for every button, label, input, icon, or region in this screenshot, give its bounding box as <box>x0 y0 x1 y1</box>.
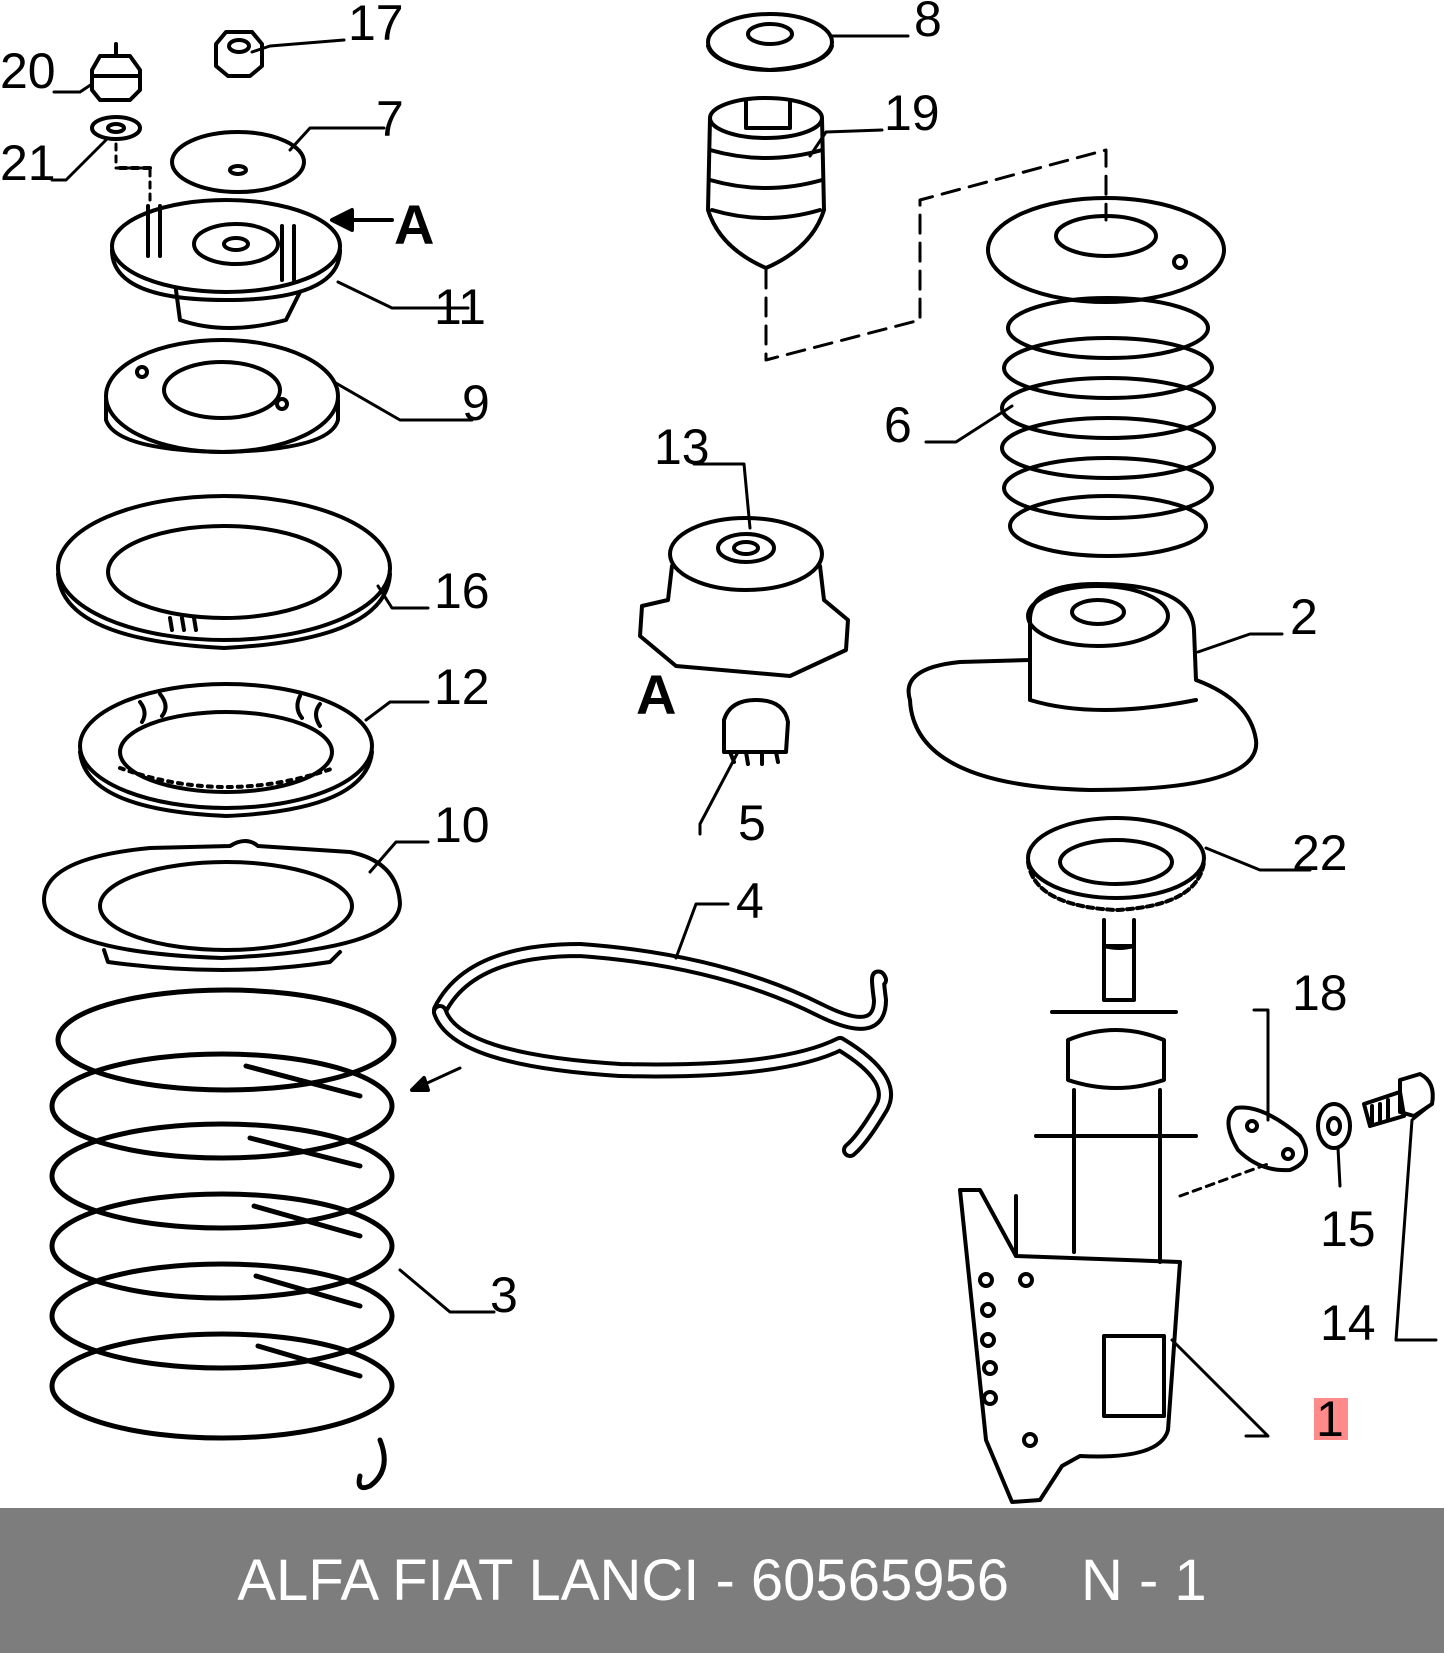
spacer <box>699 1547 715 1614</box>
part-5-cap <box>722 698 790 766</box>
callout-6: 6 <box>884 397 912 453</box>
exploded-parts-diagram: 1 2 3 4 5 6 7 8 9 10 11 12 13 14 15 16 1… <box>0 0 1438 1504</box>
part-2-seat <box>906 582 1259 792</box>
callout-8: 8 <box>914 0 942 47</box>
leader-lines <box>50 34 1438 1438</box>
part-21-washer <box>90 115 142 141</box>
callout-17: 17 <box>348 0 404 51</box>
part-number-text: 60565956 <box>750 1548 1009 1613</box>
callout-7: 7 <box>376 91 404 147</box>
part-16-spring-seat <box>56 494 392 650</box>
part-13-mount <box>638 516 850 678</box>
callout-11: 11 <box>434 279 486 335</box>
callout-14: 14 <box>1320 1295 1376 1351</box>
fastener-alignment-line <box>114 142 152 208</box>
callout-20: 20 <box>0 43 56 99</box>
callout-5: 5 <box>738 795 766 851</box>
part-4-sleeve <box>410 942 893 1158</box>
part-17-nut <box>214 30 264 78</box>
callout-3: 3 <box>490 1267 518 1323</box>
part-1-strut <box>958 918 1270 1504</box>
part-20-nut <box>90 42 142 102</box>
position-label-text: N - 1 <box>1080 1548 1207 1613</box>
alignment-line <box>764 148 1108 362</box>
part-7-cap <box>170 130 306 194</box>
view-a-marker: A <box>394 193 434 256</box>
callout-22: 22 <box>1292 825 1348 881</box>
callout-9: 9 <box>462 375 490 431</box>
callout-16: 16 <box>434 563 490 619</box>
part-10-insulator <box>42 839 402 972</box>
callout-2: 2 <box>1290 589 1318 645</box>
part-15-washer <box>1316 1102 1352 1150</box>
separator-text: - <box>715 1548 735 1613</box>
callout-4: 4 <box>736 873 764 929</box>
callout-10: 10 <box>434 797 490 853</box>
part-8-washer <box>706 12 834 72</box>
view-a-label: A <box>636 663 676 726</box>
callout-15: 15 <box>1320 1201 1376 1257</box>
view-a-arrow <box>330 208 394 232</box>
callout-13: 13 <box>654 419 710 475</box>
callout-19: 19 <box>884 85 940 141</box>
callout-12: 12 <box>434 659 490 715</box>
part-14-bolt <box>1362 1072 1435 1128</box>
part-6-boot <box>986 196 1226 558</box>
part-22-bearing <box>1026 816 1206 912</box>
highlight-part-1 <box>1314 1398 1348 1440</box>
callout-18: 18 <box>1292 965 1348 1021</box>
part-12-pad <box>78 682 374 818</box>
part-3-coil-spring <box>49 987 397 1491</box>
brand-text: ALFA FIAT LANCI <box>237 1548 700 1613</box>
part-18-plate <box>1226 1105 1309 1173</box>
part-19-bump-stop <box>706 96 826 270</box>
caption-bar: ALFA FIAT LANCI - 60565956 N - 1 <box>0 1508 1444 1653</box>
callout-21: 21 <box>0 135 56 191</box>
callout-1: 1 <box>1316 1391 1344 1447</box>
part-9-plate <box>104 338 340 454</box>
spacer <box>735 1547 751 1614</box>
